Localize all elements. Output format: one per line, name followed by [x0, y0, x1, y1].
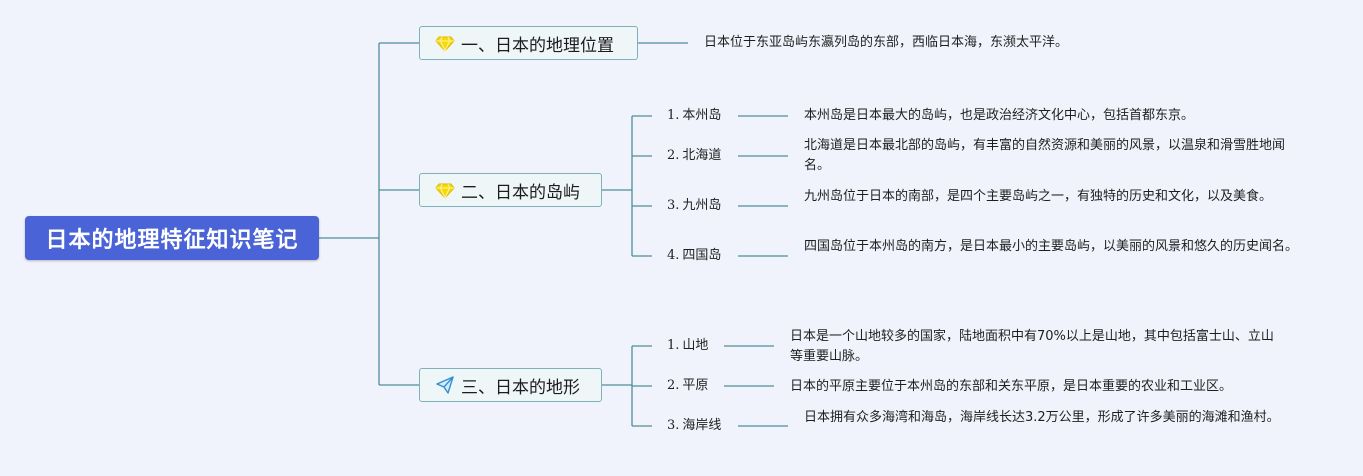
location-description: 日本位于东亚岛屿东瀛列岛的东部，西临日本海，东濒太平洋。	[704, 35, 1069, 50]
paper-plane-icon	[435, 375, 455, 395]
sub-topic-label: 海岸线	[682, 418, 722, 433]
sub-topic-label: 山地	[682, 338, 709, 353]
branch-geographic-location[interactable]: 一、日本的地理位置	[419, 26, 638, 60]
sub-topic-mountains[interactable]: 1.山地	[667, 337, 708, 355]
sub-topic-number: 3.	[667, 418, 680, 433]
branch-islands[interactable]: 二、日本的岛屿	[419, 173, 602, 207]
sub-topic-label: 平原	[682, 378, 709, 393]
diamond-icon	[435, 180, 455, 200]
sub-topic-label: 四国岛	[682, 248, 722, 263]
branch-title: 一、日本的地理位置	[461, 35, 614, 56]
sub-topic-label: 本州岛	[682, 108, 722, 123]
sub-topic-honshu[interactable]: 1.本州岛	[667, 107, 721, 125]
coastline-description: 日本拥有众多海湾和海岛，海岸线长达3.2万公里，形成了许多美丽的海滩和渔村。	[804, 410, 1280, 425]
sub-topic-number: 1.	[667, 108, 680, 123]
kyushu-description: 九州岛位于日本的南部，是四个主要岛屿之一，有独特的历史和文化，以及美食。	[804, 189, 1273, 204]
sub-topic-hokkaido[interactable]: 2.北海道	[667, 147, 721, 165]
root-topic[interactable]: 日本的地理特征知识笔记	[25, 216, 319, 260]
diamond-icon	[435, 33, 455, 53]
branch-title: 三、日本的地形	[461, 377, 580, 398]
sub-topic-shikoku[interactable]: 4.四国岛	[667, 247, 721, 265]
sub-topic-kyushu[interactable]: 3.九州岛	[667, 197, 721, 215]
sub-topic-plains[interactable]: 2.平原	[667, 377, 708, 395]
honshu-description: 本州岛是日本最大的岛屿，也是政治经济文化中心，包括首都东京。	[804, 108, 1195, 123]
root-title: 日本的地理特征知识笔记	[45, 228, 299, 253]
sub-topic-number: 2.	[667, 148, 680, 163]
sub-topic-coastline[interactable]: 3.海岸线	[667, 417, 721, 435]
sub-topic-number: 2.	[667, 378, 680, 393]
sub-topic-label: 九州岛	[682, 198, 722, 213]
plains-description: 日本的平原主要位于本州岛的东部和关东平原，是日本重要的农业和工业区。	[790, 379, 1233, 394]
shikoku-description: 四国岛位于本州岛的南方，是日本最小的主要岛屿，以美丽的风景和悠久的历史闻名。	[804, 239, 1299, 254]
hokkaido-description: 北海道是日本最北部的岛屿，有丰富的自然资源和美丽的风景，以温泉和滑雪胜地闻名。	[804, 138, 1286, 173]
branch-title: 二、日本的岛屿	[461, 182, 580, 203]
sub-topic-label: 北海道	[682, 148, 722, 163]
sub-topic-number: 4.	[667, 248, 680, 263]
mountains-description: 日本是一个山地较多的国家，陆地面积中有70%以上是山地，其中包括富士山、立山等重…	[790, 329, 1274, 364]
sub-topic-number: 3.	[667, 198, 680, 213]
branch-terrain[interactable]: 三、日本的地形	[419, 368, 602, 402]
sub-topic-number: 1.	[667, 338, 680, 353]
